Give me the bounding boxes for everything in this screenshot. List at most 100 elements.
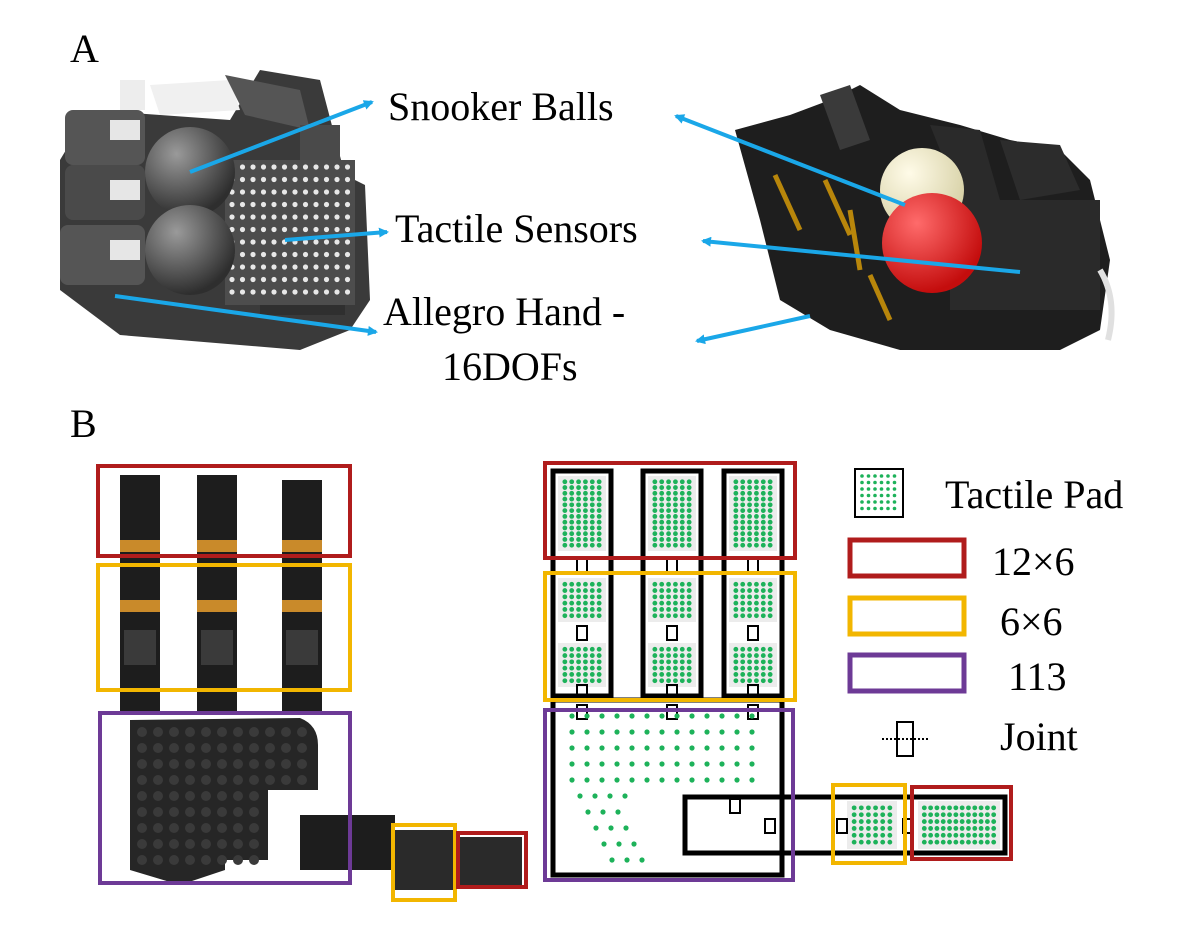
sensor-dot: [674, 761, 680, 767]
joint-marker: [576, 625, 588, 641]
sensor-dot: [569, 485, 575, 490]
sensor-dot: [880, 839, 886, 845]
sensor-dot: [686, 542, 692, 548]
sensor-dot: [740, 672, 746, 677]
sensor-dot: [576, 537, 581, 542]
sensor-dot: [673, 490, 678, 496]
sensor-dot: [596, 607, 602, 612]
sensor-dot: [760, 496, 766, 502]
sensor-dot: [229, 276, 235, 283]
sensor-dot: [583, 537, 588, 542]
sensor-dot: [185, 743, 195, 753]
sensor-dot: [873, 819, 878, 824]
sensor-dot: [719, 745, 725, 751]
sensor-dot: [644, 729, 650, 735]
sensor-dot: [749, 777, 755, 783]
sensor-dot: [659, 729, 665, 735]
sensor-dot: [673, 531, 678, 537]
sensor-dot: [767, 542, 773, 548]
sensor-dot: [679, 594, 685, 600]
sensor-dot: [760, 646, 766, 652]
sensor-dot: [733, 508, 739, 514]
sensor-dot: [686, 678, 692, 684]
sensor-dot: [562, 646, 568, 652]
sensor-dot: [250, 214, 256, 220]
sensor-dot: [679, 678, 685, 684]
sensor-dot: [185, 759, 195, 769]
sensor-dot: [959, 812, 965, 818]
sensor-dot: [860, 506, 864, 511]
sensor-dot: [666, 502, 671, 508]
sensor-dot: [323, 264, 330, 270]
sensor-dot: [281, 226, 288, 233]
sensor-dot: [659, 745, 665, 751]
sensor-dot: [313, 289, 319, 295]
sensor-dot: [596, 646, 602, 652]
sensor-dot: [584, 745, 590, 751]
sensor-dot: [747, 502, 752, 508]
sensor-dot: [873, 474, 877, 478]
sensor-dot: [679, 525, 685, 531]
schematic-palm-dots: [569, 713, 755, 863]
sensor-dot: [583, 653, 588, 658]
sensor-dot: [260, 226, 267, 233]
sensor-dot: [185, 839, 195, 849]
sensor-dot: [860, 487, 864, 491]
sensor-dot: [686, 613, 692, 619]
sensor-dot: [673, 581, 678, 587]
sensor-dot: [740, 519, 746, 525]
sensor-dot: [302, 289, 309, 295]
sensor-dot: [673, 479, 678, 485]
sensor-dot: [760, 490, 766, 496]
sensor-dot: [747, 600, 752, 606]
sensor-dot: [666, 653, 671, 658]
sensor-dot: [733, 665, 739, 671]
rendered-palm-sensor-grid: [225, 160, 355, 305]
sensor-dot: [966, 826, 971, 831]
sensor-dot: [679, 542, 685, 548]
sensor-dot: [639, 857, 645, 863]
sensor-dot: [302, 226, 309, 233]
sensor-dot: [583, 600, 588, 606]
real-allegro-hand: [735, 85, 1115, 350]
sensor-dot: [760, 672, 766, 677]
sensor-dot: [740, 613, 746, 619]
sensor-dot: [666, 613, 671, 619]
sensor-dot: [596, 519, 602, 525]
hand-photo-topview: [120, 475, 522, 890]
sensor-dot: [292, 251, 298, 258]
sensor-dot: [760, 525, 766, 531]
sensor-dot: [984, 805, 990, 811]
sensor-dot: [271, 201, 277, 208]
sensor-dot: [754, 672, 759, 677]
sensor-dot: [281, 276, 288, 283]
sensor-dot: [767, 519, 773, 525]
sensor-dot: [734, 761, 740, 767]
sensor-dot: [239, 189, 246, 195]
sensor-dot: [760, 665, 766, 671]
sensor-dot: [583, 594, 588, 600]
sensor-dot: [652, 485, 658, 490]
sensor-dot: [760, 531, 766, 537]
sensor-dot: [940, 805, 946, 811]
sensor-dot: [659, 542, 665, 548]
sensor-dot: [201, 727, 211, 737]
sensor-dot: [659, 490, 665, 496]
sensor-dot: [233, 823, 243, 833]
sensor-dot: [740, 588, 746, 593]
sensor-dot: [674, 729, 680, 735]
sensor-dot: [879, 500, 884, 504]
sensor-dot: [185, 855, 195, 865]
sensor-dot: [892, 480, 897, 485]
sensor-dot: [583, 513, 588, 519]
sensor-dot: [879, 487, 884, 491]
sensor-dot: [292, 189, 298, 195]
sensor-dot: [313, 251, 319, 258]
sensor-dot: [652, 513, 658, 519]
sensor-dot: [249, 807, 259, 817]
sensor-dot: [984, 832, 990, 838]
sensor-dot: [991, 832, 997, 838]
sensor-dot: [344, 289, 351, 295]
sensor-dot: [749, 761, 755, 767]
sensor-dot: [599, 745, 605, 751]
